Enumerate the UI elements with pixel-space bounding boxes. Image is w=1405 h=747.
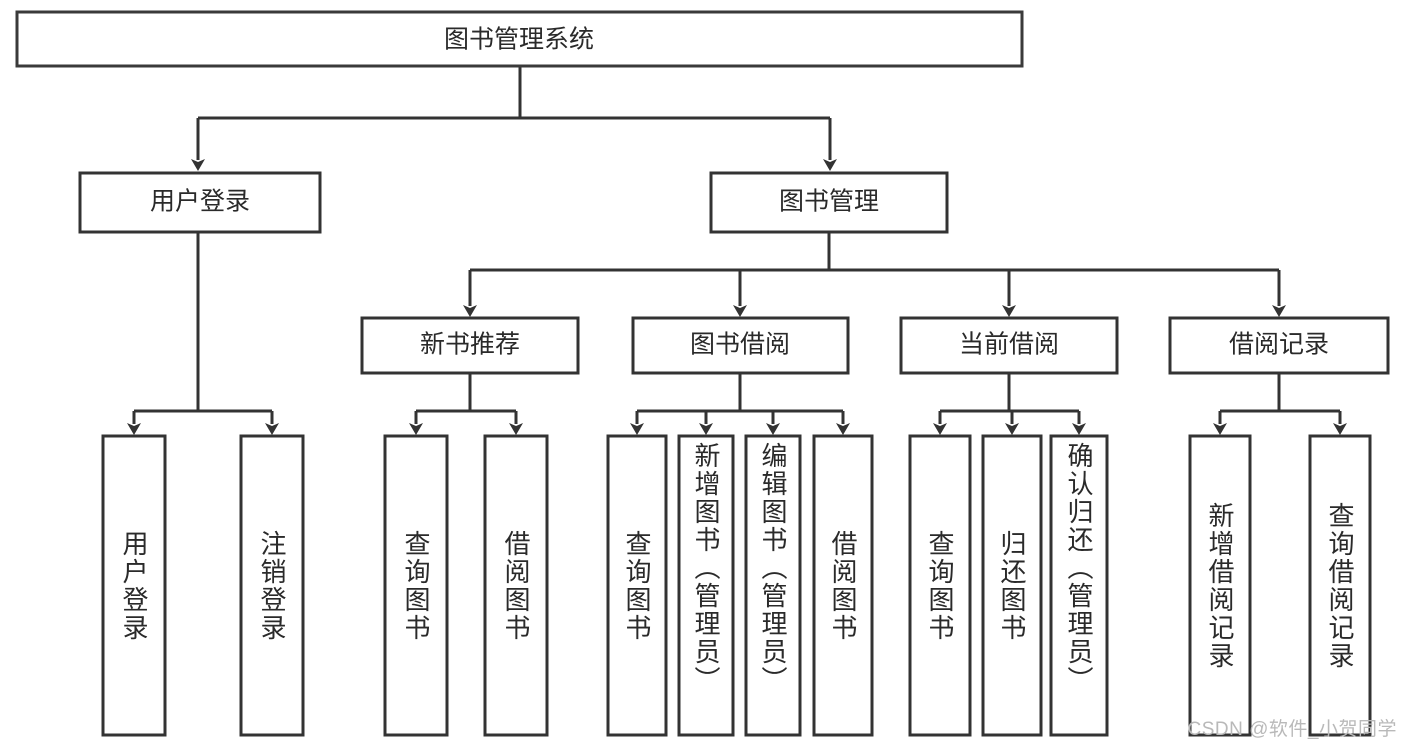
node-root-label: 图书管理系统 xyxy=(444,26,594,54)
node-current-borrow-box[interactable] xyxy=(899,316,1119,375)
node-leaf-borrow-book-bb-box[interactable] xyxy=(812,434,874,737)
node-current-borrow-label: 当前借阅 xyxy=(959,331,1059,359)
node-root[interactable]: 图书管理系统 xyxy=(15,10,1024,68)
node-book-borrow-box[interactable] xyxy=(631,316,850,375)
connector-lines xyxy=(127,66,1347,435)
node-leaf-add-record-br-box[interactable] xyxy=(1188,434,1252,737)
node-book-manage-label: 图书管理 xyxy=(779,188,879,216)
node-leaf-query-book-rec-box[interactable] xyxy=(383,434,449,737)
node-new-book-recommend-label: 新书推荐 xyxy=(420,331,520,359)
node-leaf-query-record-br-box[interactable] xyxy=(1308,434,1372,737)
node-leaf-query-book-cb-box[interactable] xyxy=(908,434,972,737)
node-book-manage-box[interactable] xyxy=(709,171,949,234)
csdn-watermark: CSDN @软件_小贺同学 xyxy=(1187,719,1397,740)
node-leaf-query-book-bb-box[interactable] xyxy=(606,434,668,737)
node-book-manage[interactable]: 图书管理 xyxy=(709,171,949,234)
node-user-login-label: 用户登录 xyxy=(150,188,250,216)
node-user-login[interactable]: 用户登录 xyxy=(78,171,322,234)
node-book-borrow[interactable]: 图书借阅 xyxy=(631,316,850,375)
node-leaf-confirm-return-cb-box[interactable] xyxy=(1049,434,1109,737)
node-new-book-recommend-box[interactable] xyxy=(360,316,580,375)
node-leaf-return-book-cb-box[interactable] xyxy=(981,434,1043,737)
node-leaf-add-book-bb-box[interactable] xyxy=(677,434,735,737)
node-new-book-recommend[interactable]: 新书推荐 xyxy=(360,316,580,375)
node-book-borrow-label: 图书借阅 xyxy=(690,331,790,359)
node-leaf-user-login-box[interactable] xyxy=(101,434,167,737)
node-borrow-record-box[interactable] xyxy=(1168,316,1390,375)
node-leaf-user-logout-box[interactable] xyxy=(239,434,305,737)
node-user-login-box[interactable] xyxy=(78,171,322,234)
leaf-boxes xyxy=(101,434,1372,737)
node-borrow-record-label: 借阅记录 xyxy=(1229,331,1329,359)
node-borrow-record[interactable]: 借阅记录 xyxy=(1168,316,1390,375)
node-current-borrow[interactable]: 当前借阅 xyxy=(899,316,1119,375)
node-root-box[interactable] xyxy=(15,10,1024,68)
node-leaf-borrow-book-rec-box[interactable] xyxy=(483,434,549,737)
node-leaf-edit-book-bb-box[interactable] xyxy=(744,434,802,737)
